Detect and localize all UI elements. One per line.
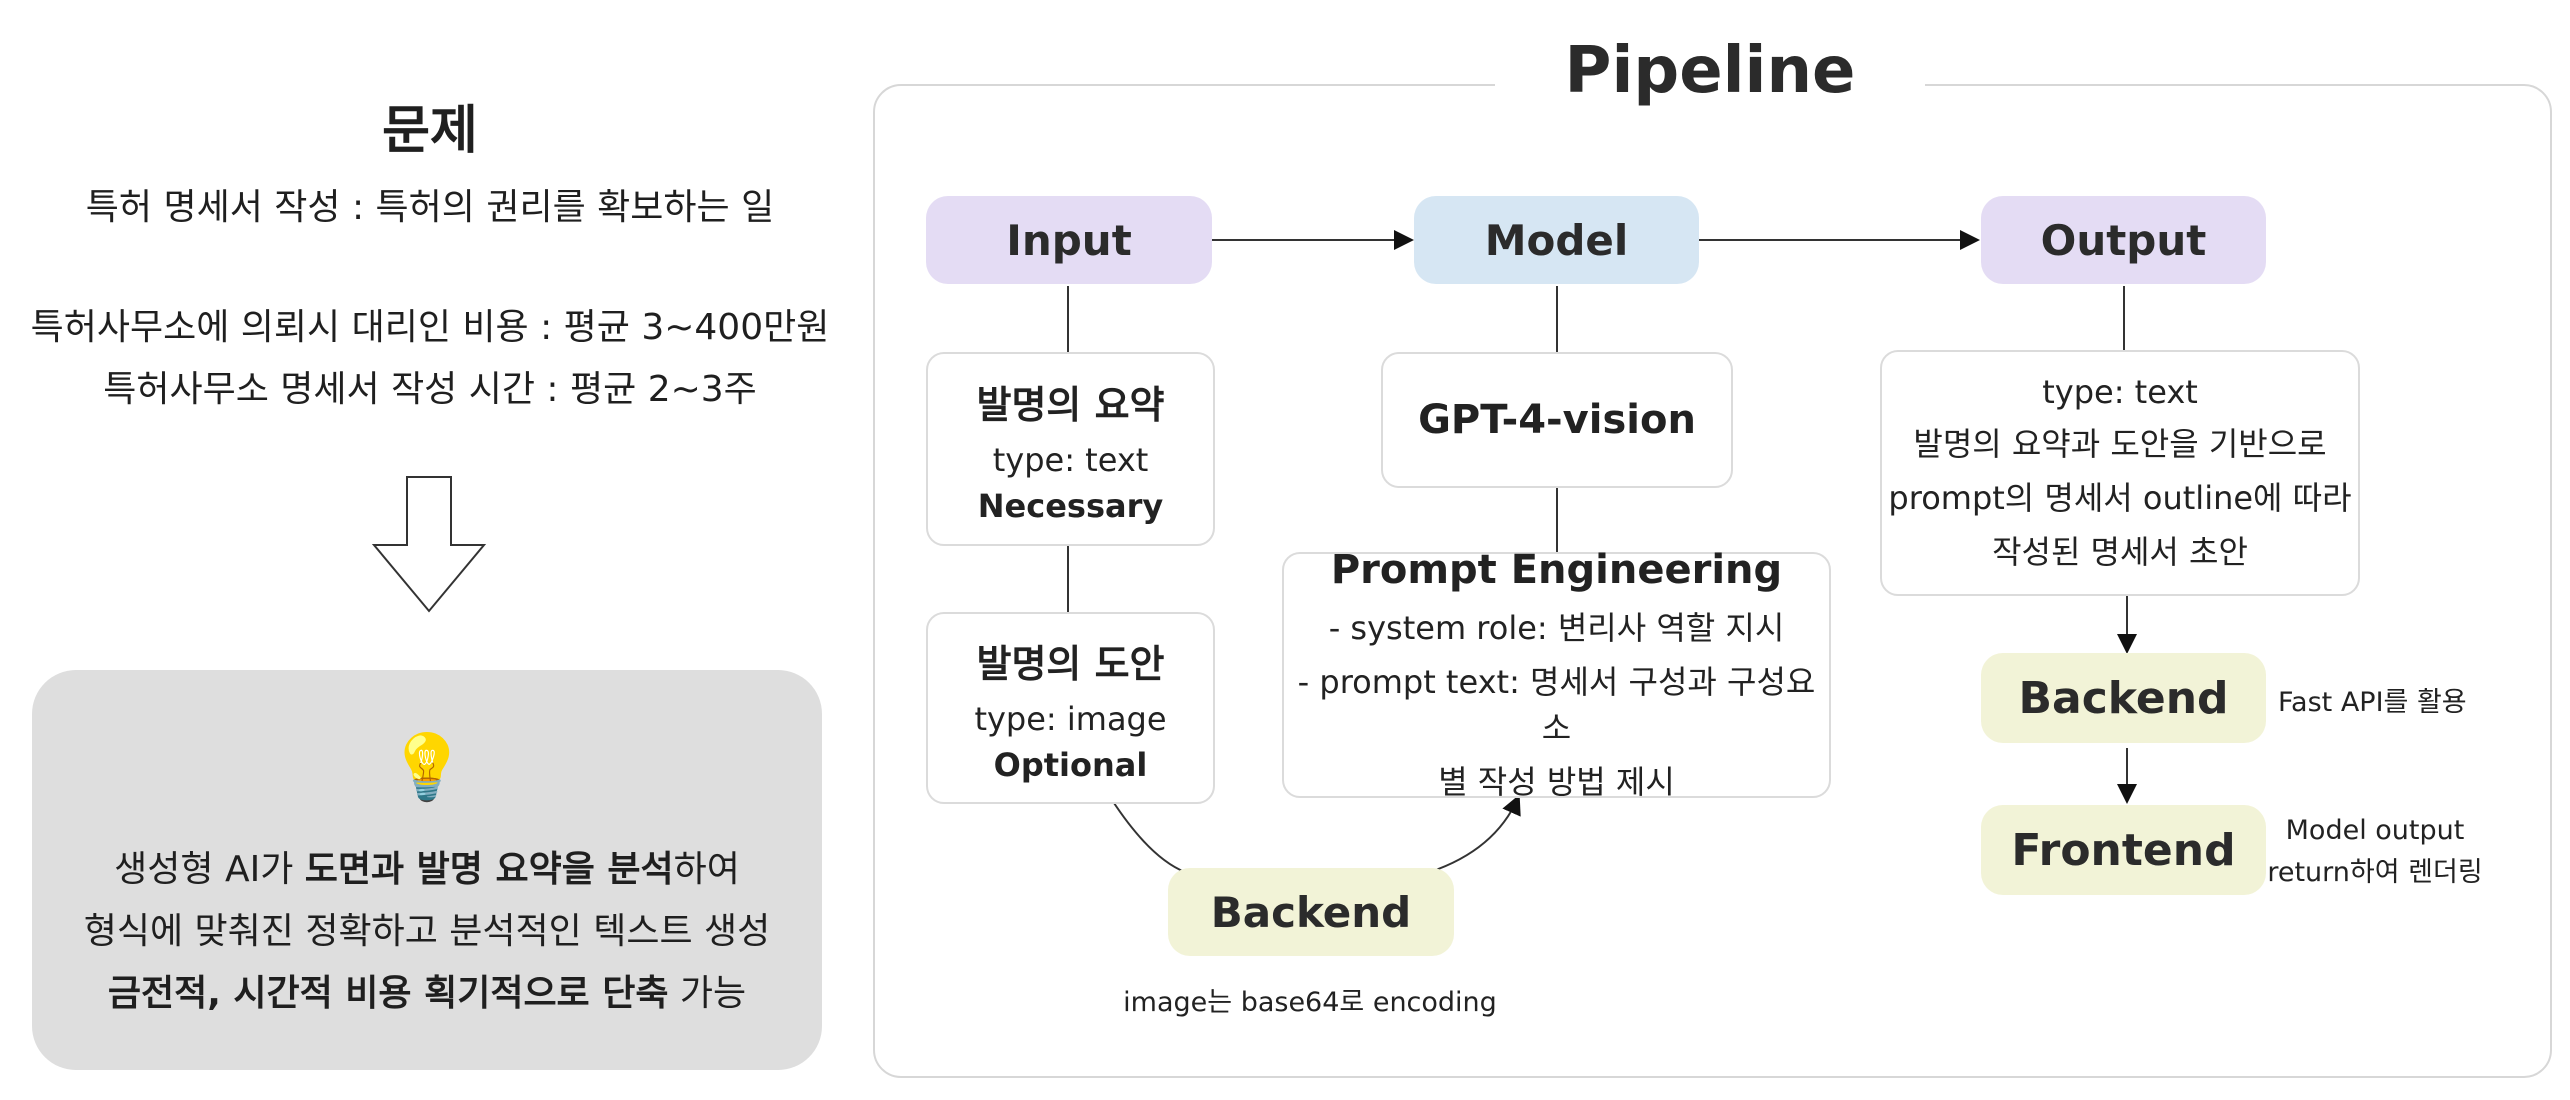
backend-right-pill: Backend: [1981, 653, 2266, 743]
prompt-title: Prompt Engineering: [1330, 547, 1783, 593]
problem-title: 문제: [382, 101, 478, 161]
idea-line-3: 금전적, 시간적 비용 획기적으로 단축 가능: [32, 964, 822, 1016]
output-description-box: type: text 발명의 요약과 도안을 기반으로 prompt의 명세서 …: [1880, 350, 2360, 596]
summary-flag: Necessary: [977, 486, 1164, 525]
prompt-engineering-box: Prompt Engineering - system role: 변리사 역할…: [1282, 547, 1831, 801]
frontend-note-2: return하여 렌더링: [2267, 857, 2483, 888]
backend-left-note: image는 base64로 encoding: [1123, 987, 1497, 1018]
backend-right-note: Fast API를 활용: [2278, 687, 2467, 718]
problem-line-2: 특허사무소에 의뢰시 대리인 비용 : 평균 3~400만원: [30, 307, 830, 348]
idea-line-1-b: 도면과 발명 요약을 분석: [304, 849, 674, 890]
output-line-1: type: text: [2042, 373, 2198, 411]
output-stage: Output: [1981, 196, 2266, 284]
idea-line-1-a: 생성형 AI가: [114, 849, 305, 890]
prompt-line-3: 별 작성 방법 제시: [1438, 763, 1675, 801]
output-line-2: 발명의 요약과 도안을 기반으로: [1913, 425, 2327, 463]
pipeline-title-background: [1495, 30, 1925, 130]
output-line-4: 작성된 명세서 초안: [1992, 533, 2248, 571]
summary-input-box: 발명의 요약 type: text Necessary: [926, 352, 1215, 546]
idea-card: 💡 생성형 AI가 도면과 발명 요약을 분석하여 형식에 맞춰진 정확하고 분…: [32, 670, 822, 1070]
idea-line-2: 형식에 맞춰진 정확하고 분석적인 텍스트 생성: [83, 911, 771, 952]
drawing-title: 발명의 도안: [976, 641, 1165, 686]
prompt-line-2: - prompt text: 명세서 구성과 구성요소: [1297, 663, 1816, 747]
idea-line-1: 생성형 AI가 도면과 발명 요약을 분석하여: [32, 840, 822, 892]
down-arrow-icon: [371, 476, 487, 613]
frontend-note-1: Model output: [2285, 815, 2465, 846]
model-stage: Model: [1414, 196, 1699, 284]
frontend-pill: Frontend: [1981, 805, 2266, 895]
drawing-flag: Optional: [993, 745, 1148, 784]
idea-line-3-b: 가능: [668, 973, 747, 1014]
idea-line-3-a: 금전적, 시간적 비용 획기적으로 단축: [107, 973, 669, 1014]
problem-line-3: 특허사무소 명세서 작성 시간 : 평균 2~3주: [103, 369, 757, 410]
summary-type: type: text: [992, 440, 1149, 479]
drawing-input-box: 발명의 도안 type: image Optional: [926, 612, 1215, 804]
input-stage: Input: [926, 196, 1212, 284]
pipeline-title: Pipeline: [1564, 34, 1856, 108]
gpt-model-label: GPT-4-vision: [1418, 397, 1696, 443]
prompt-line-1: - system role: 변리사 역할 지시: [1328, 609, 1785, 647]
summary-title: 발명의 요약: [976, 382, 1165, 427]
lightbulb-icon: 💡: [387, 731, 467, 805]
output-line-3: prompt의 명세서 outline에 따라: [1888, 479, 2352, 517]
gpt-model-box: GPT-4-vision: [1381, 352, 1733, 488]
problem-line-1: 특허 명세서 작성 : 특허의 권리를 확보하는 일: [85, 187, 775, 228]
backend-left-pill: Backend: [1168, 868, 1454, 956]
drawing-type: type: image: [974, 699, 1167, 738]
idea-line-1-c: 하여: [673, 849, 740, 890]
